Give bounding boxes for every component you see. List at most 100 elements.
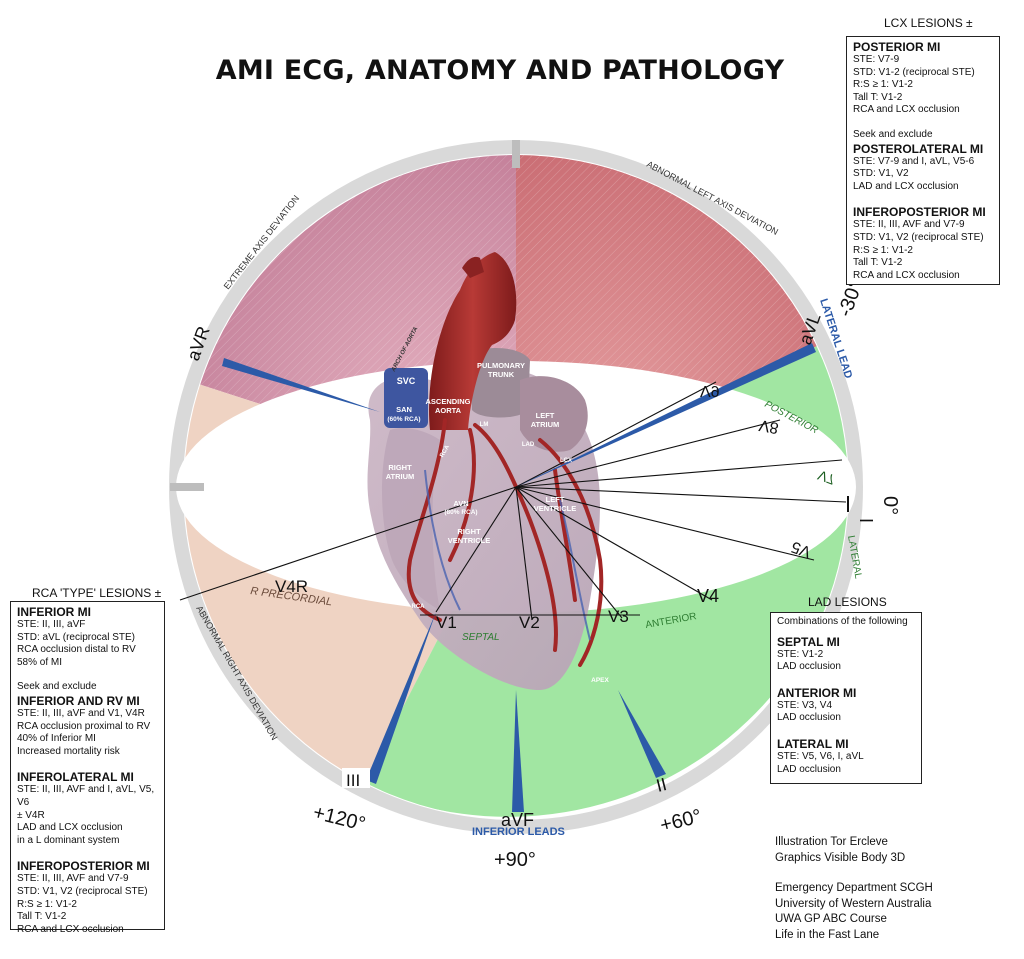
ii-lead-wedge bbox=[618, 690, 666, 778]
iii-label-bg bbox=[342, 768, 370, 788]
iii-lead-wedge bbox=[366, 612, 436, 784]
avf-lead-wedge bbox=[512, 690, 524, 812]
credit-line: Graphics Visible Body 3D bbox=[775, 851, 906, 864]
limb-lead-wedges bbox=[222, 343, 816, 812]
lcx-section-line: RCA and LCX occlusion bbox=[853, 104, 960, 116]
credit-line: Illustration Tor Ercleve bbox=[775, 836, 888, 848]
v5-label: V5 bbox=[789, 538, 813, 561]
rca-section-line: RCA and LCX occlusion bbox=[17, 923, 124, 935]
lm-label: LM bbox=[480, 422, 489, 428]
lad-section-heading: ANTERIOR MI bbox=[777, 685, 857, 700]
avn-label: AVN bbox=[453, 499, 468, 508]
rca-section-heading: INFERIOR AND RV MI bbox=[17, 693, 140, 708]
lcx-section-line: Tall T: V1-2 bbox=[853, 257, 903, 269]
lad-section-line: LAD occlusion bbox=[777, 763, 841, 775]
lcx-section-heading: POSTEROLATERAL MI bbox=[853, 141, 984, 156]
lcx-section-heading: INFEROPOSTERIOR MI bbox=[853, 205, 986, 220]
lad-section-line: LAD occlusion bbox=[777, 712, 841, 724]
v4r-lead-line bbox=[179, 486, 517, 601]
aorta-label-2: AORTA bbox=[435, 406, 462, 415]
credit-line: Emergency Department SCGH bbox=[775, 882, 933, 894]
rca-section-line: STD: V1, V2 (reciprocal STE) bbox=[17, 885, 148, 897]
rca-section-line: STE: II, III, AVF and V7-9 bbox=[17, 873, 129, 885]
right-ventricle-label-2: VENTRICLE bbox=[448, 536, 491, 545]
angle-zero: 0° bbox=[879, 496, 901, 515]
v6-lead-line bbox=[515, 486, 847, 503]
v8-label: V8 bbox=[758, 416, 780, 436]
v4-lead-line bbox=[515, 486, 713, 601]
rca-section-line: STE: II, III, aVF and V1, V4R bbox=[17, 707, 145, 719]
san-note-label: (60% RCA) bbox=[387, 416, 420, 423]
rca-section-line: STE: II, III, aVF bbox=[17, 619, 86, 630]
rca-section-intro: Seek and exclude bbox=[17, 681, 97, 693]
v7-label: V7 bbox=[816, 467, 838, 488]
aorta-label-1: ASCENDING bbox=[425, 397, 470, 406]
avl-lead-wedge bbox=[516, 343, 816, 487]
lcx-section-line: STD: V1-2 (reciprocal STE) bbox=[853, 66, 975, 78]
rca2-label: RCA bbox=[412, 604, 426, 610]
lad-section-heading: LATERAL MI bbox=[777, 736, 849, 751]
iii-label: III bbox=[346, 771, 360, 790]
septal-label: SEPTAL bbox=[462, 632, 500, 643]
rca-section-line: STD: aVL (reciprocal STE) bbox=[17, 631, 135, 643]
right-ventricle-label-1: RIGHT bbox=[457, 527, 481, 536]
lcx-section-line: R:S ≥ 1: V1-2 bbox=[853, 244, 913, 256]
lad-caption: LAD LESIONS bbox=[808, 595, 887, 609]
angle-plus90: +90° bbox=[494, 849, 536, 871]
credit-line bbox=[775, 866, 933, 881]
lad-label: LAD bbox=[522, 442, 535, 448]
left-atrium-shape bbox=[520, 376, 588, 452]
rca-caption: RCA 'TYPE' LESIONS ± bbox=[32, 586, 162, 600]
lcx-section-line: STE: V7-9 and I, aVL, V5-6 bbox=[853, 155, 975, 167]
left-ventricle-label-2: VENTRICLE bbox=[534, 504, 577, 513]
left-atrium-label-2: ATRIUM bbox=[531, 420, 560, 429]
lad-section-line: STE: V1-2 bbox=[777, 648, 824, 660]
lcx-section-line: LAD and LCX occlusion bbox=[853, 180, 959, 192]
v2-lead-line bbox=[515, 486, 533, 621]
avn-note-label: (80% RCA) bbox=[444, 509, 477, 516]
rca-section-line: Tall T: V1-2 bbox=[17, 911, 67, 923]
aorta-shape bbox=[429, 252, 517, 430]
lcx-section-line: STE: V7-9 bbox=[853, 54, 900, 65]
v1-label: V1 bbox=[436, 613, 457, 632]
v4-label: V4 bbox=[697, 586, 719, 606]
apex-label: APEX bbox=[591, 677, 609, 684]
page-title: AMI ECG, ANATOMY AND PATHOLOGY bbox=[215, 55, 785, 86]
lad-section-line: STE: V3, V4 bbox=[777, 699, 833, 711]
v3-lead-line bbox=[515, 486, 623, 619]
right-atrium-label-2: ATRIUM bbox=[386, 472, 415, 481]
rca-section-line: in a L dominant system bbox=[17, 834, 120, 846]
rca-section-heading: INFERIOR MI bbox=[17, 605, 91, 619]
lcx-section-line: RCA and LCX occlusion bbox=[853, 269, 960, 281]
right-atrium-label-1: RIGHT bbox=[388, 463, 412, 472]
lead-lines bbox=[179, 381, 847, 621]
v9-label: V9 bbox=[700, 382, 720, 399]
v2-label: V2 bbox=[519, 613, 540, 632]
lcx-section-heading: POSTERIOR MI bbox=[853, 40, 941, 54]
credit-line: UWA GP ABC Course bbox=[775, 913, 887, 925]
rca-section-line: STE: II, III, AVF and I, aVL, V5, V6 bbox=[17, 784, 155, 808]
lcx-section-line: STD: V1, V2 (reciprocal STE) bbox=[853, 231, 984, 243]
v7-lead-line bbox=[515, 459, 843, 488]
san-anatomy-label: SAN bbox=[396, 405, 412, 414]
v8-lead-line bbox=[515, 419, 781, 488]
lcx-section-line: Tall T: V1-2 bbox=[853, 91, 903, 103]
v1-lead-line bbox=[435, 486, 517, 613]
inferior-leads-label: INFERIOR LEADS bbox=[472, 826, 565, 838]
rca-section-heading: INFEROPOSTERIOR MI bbox=[17, 859, 150, 874]
lad-intro: Combinations of the following bbox=[777, 616, 908, 627]
rca-section-line: 58% of MI bbox=[17, 656, 63, 668]
lead-i-label: I bbox=[856, 518, 876, 523]
lad-section-line: STE: V5, V6, I, aVL bbox=[777, 750, 864, 762]
avf-label: aVF bbox=[501, 810, 534, 830]
angle-plus60: +60° bbox=[658, 805, 704, 836]
rca-section-line: RCA occlusion proximal to RV bbox=[17, 720, 151, 732]
v4r-label: V4R bbox=[275, 577, 308, 596]
